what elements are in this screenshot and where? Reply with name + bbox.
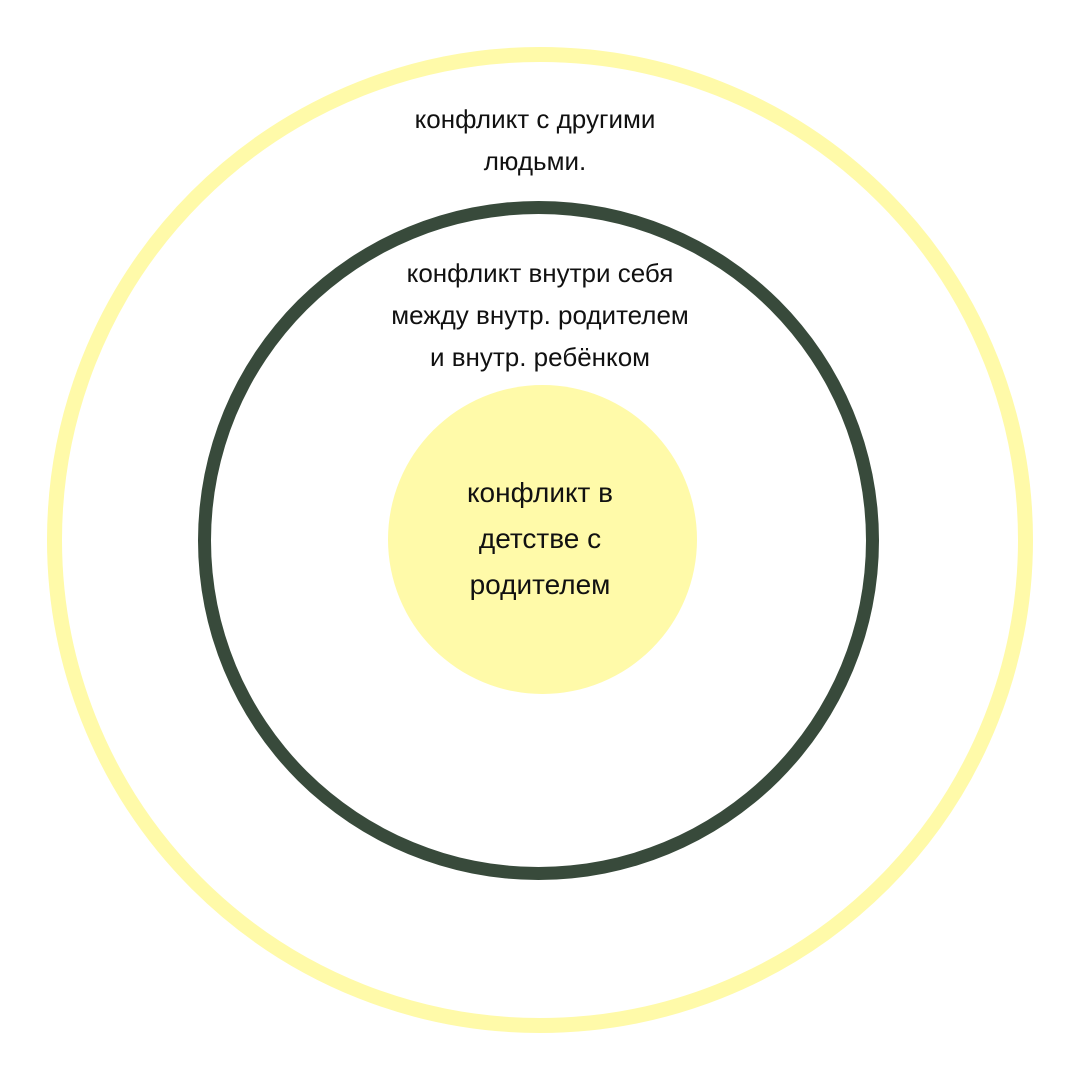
outer-ring-label: конфликт с другими людьми. bbox=[335, 98, 735, 182]
outer-ring-label-line: людьми. bbox=[483, 146, 587, 176]
middle-ring-label-line: конфликт внутри себя bbox=[406, 258, 674, 288]
core-label-line: родителем bbox=[469, 569, 611, 600]
core-label-line: конфликт в bbox=[466, 477, 614, 508]
outer-ring-label-line: конфликт с другими bbox=[414, 104, 656, 134]
core-circle bbox=[388, 385, 697, 694]
middle-ring-label-line: между внутр. родителем bbox=[391, 300, 689, 330]
middle-ring-label: конфликт внутри себя между внутр. родите… bbox=[340, 252, 740, 378]
middle-ring-label-line: и внутр. ребёнком bbox=[429, 342, 651, 372]
core-label: конфликт в детстве с родителем bbox=[390, 470, 690, 608]
core-label-line: детстве с bbox=[478, 523, 602, 554]
